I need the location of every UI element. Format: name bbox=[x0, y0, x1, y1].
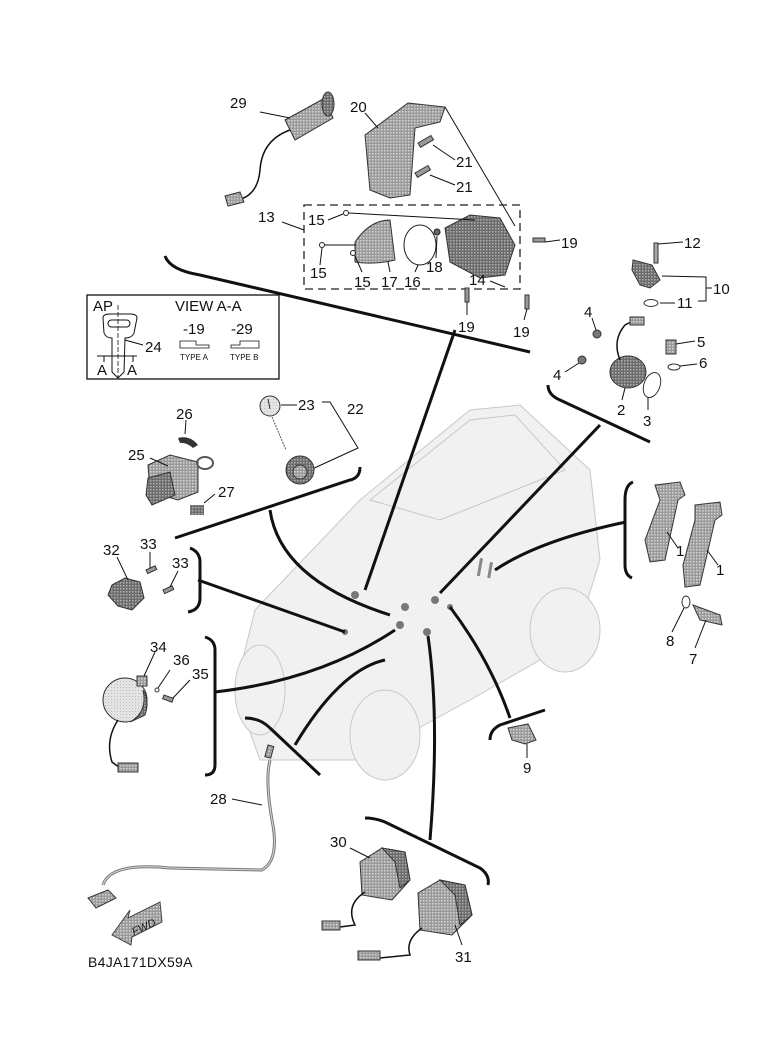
callout-18: 18 bbox=[426, 259, 443, 276]
part-9-switch: 9 bbox=[507, 723, 537, 777]
callout-32: 32 bbox=[103, 542, 120, 559]
callout-2: 2 bbox=[617, 402, 625, 419]
assembly-13-box: 13 15 15 15 17 16 18 14 bbox=[258, 204, 521, 291]
part-32-sensor: 32 33 33 bbox=[103, 536, 189, 611]
callout-16: 16 bbox=[404, 274, 421, 291]
type-a-profile-icon bbox=[179, 340, 210, 349]
mount-point bbox=[401, 603, 409, 611]
part-31-switch: 31 bbox=[357, 879, 473, 966]
callout-22: 22 bbox=[347, 401, 364, 418]
mount-point bbox=[396, 621, 404, 629]
mount-point bbox=[431, 596, 439, 604]
callout-23: 23 bbox=[298, 397, 315, 414]
callout-15b: 15 bbox=[310, 265, 327, 282]
callout-21a: 21 bbox=[456, 154, 473, 171]
part-19-bolts: 19 19 19 bbox=[458, 235, 578, 341]
callout-30: 30 bbox=[330, 834, 347, 851]
part-2-sensor: 2 3 4 4 5 6 bbox=[553, 304, 707, 430]
callout-8: 8 bbox=[666, 633, 674, 650]
type-b-label: TYPE B bbox=[230, 353, 258, 362]
callout-12: 12 bbox=[684, 235, 701, 252]
key-icon bbox=[102, 305, 138, 379]
callout-33b: 33 bbox=[172, 555, 189, 572]
callout-9: 9 bbox=[523, 760, 531, 777]
callout-4a: 4 bbox=[584, 304, 592, 321]
mount-point bbox=[423, 628, 431, 636]
type-a-suffix: -19 bbox=[183, 321, 205, 338]
mount-point bbox=[351, 591, 359, 599]
callout-19b: 19 bbox=[513, 324, 530, 341]
part-34-horn: 34 36 35 bbox=[102, 639, 209, 773]
callout-5: 5 bbox=[697, 334, 705, 351]
callout-1a: 1 bbox=[676, 543, 684, 560]
part-29-harness: 29 bbox=[224, 91, 335, 207]
callout-21b: 21 bbox=[456, 179, 473, 196]
callout-15a: 15 bbox=[308, 212, 325, 229]
section-mark-a-right: A bbox=[127, 362, 137, 379]
part-10-sensor: 12 11 10 bbox=[631, 235, 730, 312]
type-a-label: TYPE A bbox=[180, 353, 209, 362]
drawing-code: B4JA171DX59A bbox=[88, 954, 193, 970]
callout-36: 36 bbox=[173, 652, 190, 669]
callout-7: 7 bbox=[689, 651, 697, 668]
callout-29: 29 bbox=[230, 95, 247, 112]
callout-4b: 4 bbox=[553, 367, 561, 384]
callout-20: 20 bbox=[350, 99, 367, 116]
callout-26: 26 bbox=[176, 406, 193, 423]
callout-6: 6 bbox=[699, 355, 707, 372]
section-mark-a-left: A bbox=[97, 362, 107, 379]
inset-title-ap: AP bbox=[93, 298, 113, 315]
type-b-profile-icon bbox=[230, 340, 260, 349]
vehicle-outline bbox=[234, 404, 601, 781]
callout-35: 35 bbox=[192, 666, 209, 683]
callout-31: 31 bbox=[455, 949, 472, 966]
callout-25: 25 bbox=[128, 447, 145, 464]
type-b-suffix: -29 bbox=[231, 321, 253, 338]
part-22-switch-assembly: 23 22 bbox=[259, 395, 364, 485]
callout-34: 34 bbox=[150, 639, 167, 656]
part-20-bracket: 20 21 21 bbox=[350, 99, 516, 227]
callout-13: 13 bbox=[258, 209, 275, 226]
callout-19a: 19 bbox=[458, 319, 475, 336]
group-brackets bbox=[163, 255, 651, 886]
callout-24: 24 bbox=[145, 339, 162, 356]
callout-28: 28 bbox=[210, 791, 227, 808]
part-1-ignition-coils: 1 1 8 7 bbox=[644, 481, 724, 668]
callout-11: 11 bbox=[677, 295, 693, 312]
fwd-arrow-icon: FWD bbox=[111, 901, 163, 946]
inset-title-view: VIEW A-A bbox=[175, 298, 242, 315]
key-view-inset: AP VIEW A-A A A 24 -19 -29 TYPE A TYPE B bbox=[86, 294, 280, 380]
part-27-label bbox=[190, 505, 204, 515]
callout-1b: 1 bbox=[716, 562, 724, 579]
part-30-switch: 30 bbox=[321, 834, 411, 931]
callout-14: 14 bbox=[469, 272, 486, 289]
callout-27: 27 bbox=[218, 484, 235, 501]
callout-3: 3 bbox=[643, 413, 651, 430]
callout-15c: 15 bbox=[354, 274, 371, 291]
callout-17: 17 bbox=[381, 274, 398, 291]
part-26-cap bbox=[178, 437, 198, 448]
part-28-sensor-cable: 28 bbox=[87, 744, 276, 909]
callout-10: 10 bbox=[713, 281, 730, 298]
part-25-ignition-switch: 25 26 27 bbox=[128, 406, 235, 515]
callout-33a: 33 bbox=[140, 536, 157, 553]
callout-19c: 19 bbox=[561, 235, 578, 252]
